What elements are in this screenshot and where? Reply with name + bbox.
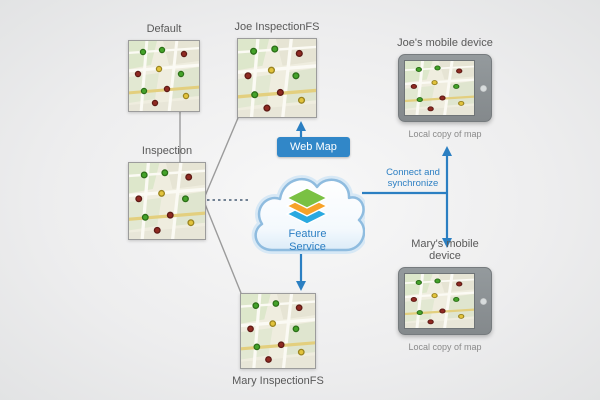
connect-synchronize-label: Connect and synchronize xyxy=(378,167,448,189)
feature-service-line2: Service xyxy=(289,241,326,253)
default-version-node: Default xyxy=(128,23,200,112)
joe-inspectionfs-node: Joe InspectionFS xyxy=(235,21,320,118)
feature-service-label: Feature Service xyxy=(250,228,365,254)
mary-device-title: Mary's mobile device xyxy=(411,238,479,262)
joe-map-label: Joe InspectionFS xyxy=(234,21,320,33)
mary-tablet xyxy=(398,267,492,335)
arrowhead-to-joe-device xyxy=(442,146,452,156)
inspection-map-label: Inspection xyxy=(141,145,193,157)
joe-device-title: Joe's mobile device xyxy=(397,37,493,49)
mary-inspectionfs-node: Mary InspectionFS xyxy=(232,293,324,387)
default-map-thumbnail xyxy=(128,40,200,112)
line-inspection-to-joe xyxy=(204,117,239,197)
joe-device-group: Joe's mobile device Local copy of map xyxy=(397,37,493,139)
mary-device-group: Mary's mobile device Local copy of map xyxy=(397,238,493,352)
mary-device-caption: Local copy of map xyxy=(408,342,482,352)
joe-tablet-screen xyxy=(404,60,475,116)
web-map-badge: Web Map xyxy=(277,137,350,157)
arrowhead-up xyxy=(296,121,306,131)
arrowhead-down xyxy=(296,281,306,291)
feature-service-cloud xyxy=(250,160,368,260)
mary-tablet-home-button-icon xyxy=(480,297,487,305)
inspection-map-thumbnail xyxy=(128,162,206,240)
joe-tablet-home-button-icon xyxy=(480,84,487,92)
mary-tablet-screen xyxy=(404,273,475,329)
joe-device-caption: Local copy of map xyxy=(408,129,482,139)
inspection-node: Inspection xyxy=(128,145,206,240)
line-inspection-to-mary xyxy=(204,203,242,294)
sync-label-line1: Connect and xyxy=(386,167,440,178)
mary-map-label: Mary InspectionFS xyxy=(232,375,324,387)
mary-map-thumbnail xyxy=(240,293,316,369)
joe-tablet xyxy=(398,54,492,122)
feature-service-line1: Feature xyxy=(288,228,327,240)
sync-label-line2: synchronize xyxy=(387,178,439,189)
layers-icon xyxy=(285,187,329,225)
default-map-label: Default xyxy=(146,23,182,35)
cloud-icon xyxy=(251,175,368,254)
joe-map-thumbnail xyxy=(237,38,317,118)
